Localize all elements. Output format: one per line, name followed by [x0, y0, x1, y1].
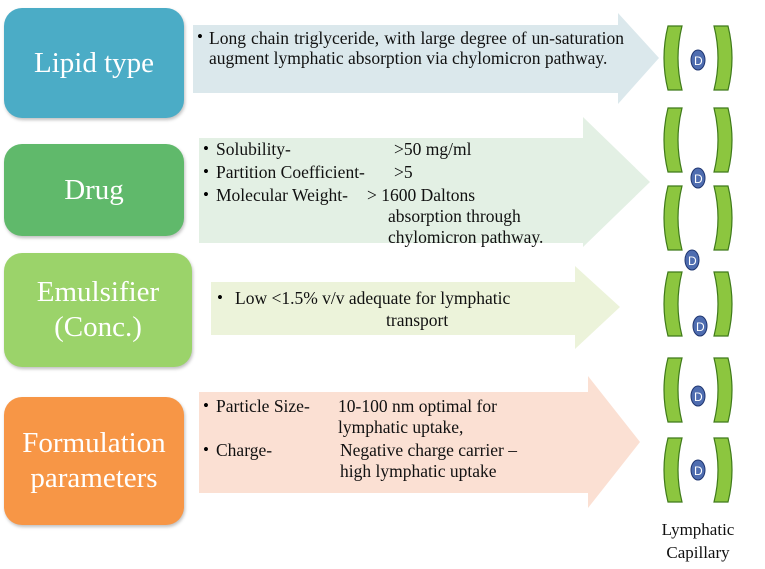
drug-partition-value: >5 [394, 162, 413, 182]
drug-bullet-1: • [203, 139, 209, 158]
drug-symbol-1: D [694, 54, 703, 68]
drug-particle-2 [690, 167, 706, 189]
emulsifier-line1: Low <1.5% v/v adequate for lymphatic [235, 288, 511, 308]
drug-mw-value: > 1600 Daltons [367, 185, 476, 205]
lipid-description: Long chain triglyceride, with large degr… [209, 28, 624, 68]
capillary-segment-3 [663, 185, 733, 251]
arrow-formulation-shape [199, 376, 640, 508]
drug-particle-6 [690, 459, 706, 481]
drug-mw-line2: absorption through [388, 206, 521, 226]
lymphatic-capillary-label: Lymphatic Capillary [648, 518, 748, 564]
category-emulsifier-line1: Emulsifier [36, 276, 160, 309]
capillary-label-line2: Capillary [666, 543, 730, 562]
drug-bullet-3: • [203, 185, 209, 204]
drug-symbol-2: D [694, 172, 703, 186]
drug-symbol-6: D [694, 464, 703, 478]
formulation-charge-label: Charge- [216, 440, 273, 460]
drug-particle-4 [692, 315, 708, 337]
drug-symbol-3: D [688, 254, 697, 268]
lymphatic-capillary-diagram: D D D D D D [663, 25, 733, 503]
formulation-charge-line2: high lymphatic uptake [340, 461, 497, 481]
arrow-drug-shape [199, 117, 650, 247]
formulation-particle-line2: lymphatic uptake, [338, 417, 464, 437]
category-lipid-label: Lipid type [33, 46, 154, 79]
formulation-bullet-1: • [203, 396, 209, 415]
drug-mw-label: Molecular Weight- [216, 185, 348, 205]
formulation-bullet-2: • [203, 440, 209, 459]
category-formulation-line2: parameters [30, 462, 158, 494]
drug-particle-1 [690, 49, 706, 71]
arrow-emulsifier-shape [211, 266, 620, 349]
category-emulsifier-line2: (Conc.) [54, 311, 142, 343]
drug-particle-5 [690, 385, 706, 407]
category-lipid-type: Lipid type [4, 8, 184, 118]
lipid-description-text: Long chain triglyceride, with large degr… [209, 28, 624, 68]
category-emulsifier: Emulsifier (Conc.) [4, 253, 192, 367]
drug-symbol-5: D [694, 390, 703, 404]
emulsifier-bullet: • [217, 288, 223, 307]
category-formulation-line1: Formulation [22, 427, 166, 460]
drug-symbol-4: D [696, 320, 705, 334]
category-drug-label: Drug [64, 173, 124, 206]
category-formulation: Formulation parameters [4, 397, 184, 525]
emulsifier-line2: transport [386, 310, 449, 330]
formulation-charge-value: Negative charge carrier – [340, 440, 517, 460]
capillary-label-line1: Lymphatic [661, 520, 735, 539]
drug-solubility-value: >50 mg/ml [394, 139, 472, 159]
drug-partition-label: Partition Coefficient- [216, 162, 365, 182]
drug-bullet-2: • [203, 162, 209, 181]
capillary-segment-2 [663, 107, 733, 173]
formulation-particle-label: Particle Size- [216, 396, 310, 416]
drug-solubility-label: Solubility- [216, 139, 291, 159]
lipid-bullet: • [197, 27, 203, 46]
drug-particle-3 [684, 249, 700, 271]
formulation-particle-value: 10-100 nm optimal for [338, 396, 497, 416]
category-drug: Drug [4, 144, 184, 236]
arrow-lipid-shape [193, 13, 659, 104]
drug-mw-line3: chylomicron pathway. [388, 227, 544, 247]
